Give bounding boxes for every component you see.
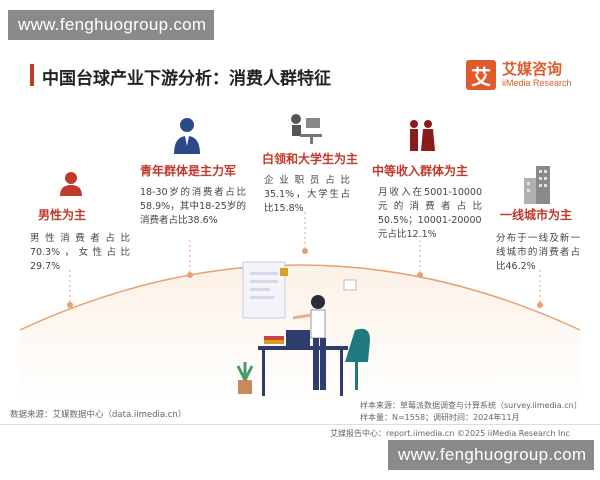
male-user-icon bbox=[60, 172, 82, 196]
logo-en-name: iiMedia Research bbox=[502, 78, 572, 88]
item-desc-male: 男性消费者占比70.3%，女性占比29.7% bbox=[30, 233, 130, 272]
data-source: 数据来源：艾媒数据中心（data.iimedia.cn） bbox=[10, 410, 187, 420]
item-label-male: 男性为主 bbox=[38, 208, 87, 222]
sample-source: 样本来源：草莓派数据调查与计算系统（survey.iimedia.cn） bbox=[360, 401, 582, 410]
item-label-city: 一线城市为主 bbox=[500, 208, 573, 222]
page-title: 中国台球产业下游分析：消费人群特征 bbox=[42, 69, 331, 89]
item-label-youth: 青年群体是主力军 bbox=[140, 164, 237, 178]
footer-divider bbox=[0, 424, 600, 425]
item-desc-white-collar: 企业职员占比35.1%，大学生占比15.8% bbox=[264, 175, 350, 214]
item-desc-income: 月收入在5001-10000元的消费者占比50.5%；10001-20000元占… bbox=[378, 187, 482, 240]
city-building-icon bbox=[524, 166, 550, 204]
office-worker-icon bbox=[291, 114, 322, 144]
iimedia-logo-icon: 艾 bbox=[466, 60, 496, 90]
item-label-white-collar: 白领和大学生为主 bbox=[262, 152, 359, 166]
young-man-icon bbox=[174, 118, 200, 154]
logo-name: 艾媒咨询 bbox=[502, 60, 563, 78]
item-label-income: 中等收入群体为主 bbox=[372, 164, 469, 178]
sample-size: 样本量：N=1558；调研时间：2024年11月 bbox=[360, 413, 520, 422]
watermark-top: www.fenghuogroup.com bbox=[8, 10, 214, 40]
item-desc-city: 分布于一线及新一线城市的消费者占比46.2% bbox=[496, 233, 580, 272]
footer-text: 艾媒报告中心：report.iimedia.cn ©2025 iiMedia R… bbox=[330, 429, 570, 438]
couple-icon bbox=[410, 120, 435, 151]
item-desc-youth: 18-30岁的消费者占比58.9%，其中18-25岁的消费者占比38.6% bbox=[140, 187, 246, 226]
title-accent-bar bbox=[30, 64, 34, 86]
watermark-bottom: www.fenghuogroup.com bbox=[388, 440, 594, 470]
